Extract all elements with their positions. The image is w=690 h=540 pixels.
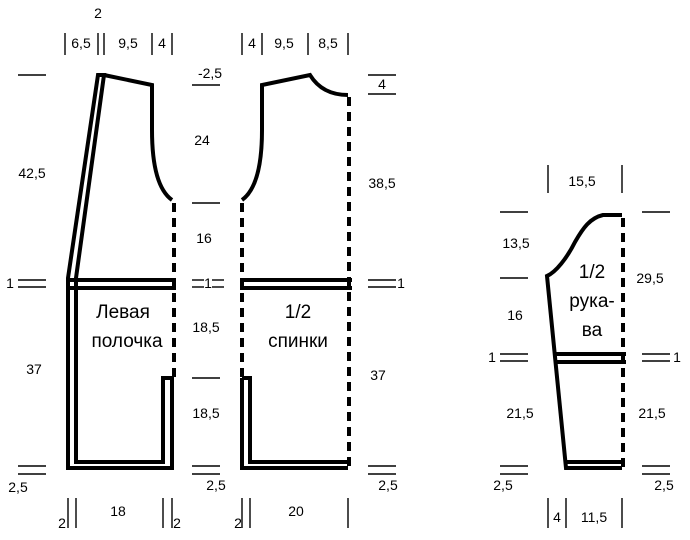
front-top-dim-1: 6,5 bbox=[71, 35, 91, 51]
sleeve-piece: 1/2 рука- ва bbox=[544, 213, 626, 470]
sleeve-label-line3: ва bbox=[582, 320, 603, 341]
front-label-line2: полочка bbox=[91, 331, 163, 352]
front-top-dim-3: 9,5 bbox=[118, 35, 138, 51]
front-left-dim-1: 42,5 bbox=[18, 165, 45, 181]
sleeve-right-dim-1: 29,5 bbox=[636, 270, 663, 286]
back-outline bbox=[240, 72, 349, 202]
middle-dim-4: 1 bbox=[204, 275, 212, 291]
back-label-line2: спинки bbox=[268, 331, 328, 352]
middle-dim-7: 2,5 bbox=[206, 477, 226, 493]
back-top-dim-1: 4 bbox=[248, 35, 256, 51]
sleeve-left-dim-2: 16 bbox=[507, 307, 523, 323]
sleeve-label-line2: рука- bbox=[569, 291, 614, 312]
sleeve-left-dim-3: 1 bbox=[488, 349, 496, 365]
front-top-dim-2: 2 bbox=[94, 5, 102, 21]
sleeve-bottom-dim-2: 11,5 bbox=[581, 509, 607, 525]
back-right-dim-3: 1 bbox=[397, 275, 405, 291]
front-shoulder bbox=[103, 73, 174, 202]
front-left-dim-2: 1 bbox=[6, 275, 14, 291]
back-label-line1: 1/2 bbox=[285, 302, 311, 323]
sleeve-label-line1: 1/2 bbox=[579, 262, 605, 283]
sleeve-left-dim-5: 2,5 bbox=[493, 477, 513, 493]
sleeve-bottom-dim-1: 4 bbox=[553, 509, 561, 525]
back-right-dim-1: 4 bbox=[378, 76, 386, 92]
middle-dim-3: 16 bbox=[196, 230, 212, 246]
back-right-dim-4: 37 bbox=[370, 367, 386, 383]
sleeve-outline bbox=[544, 213, 622, 470]
back-piece: 1/2 спинки bbox=[240, 72, 352, 470]
front-left-dim-3: 37 bbox=[26, 361, 42, 377]
middle-dim-6: 18,5 bbox=[192, 405, 219, 421]
sleeve-right-dim-4: 2,5 bbox=[654, 477, 674, 493]
sleeve-left-dim-4: 21,5 bbox=[506, 405, 533, 421]
front-left-dim-4: 2,5 bbox=[8, 479, 28, 495]
front-label-line1: Левая bbox=[96, 302, 150, 323]
middle-dimensions: -2,5 24 16 1 18,5 18,5 2,5 bbox=[192, 65, 226, 493]
front-bottom-dim-3: 2 bbox=[173, 515, 181, 531]
front-piece: Левая полочка bbox=[66, 73, 176, 470]
front-bottom-dim-2: 18 bbox=[110, 503, 126, 519]
sleeve-right-dim-2: 1 bbox=[673, 349, 681, 365]
sleeve-top-dim: 15,5 bbox=[568, 173, 595, 189]
back-top-dim-2: 9,5 bbox=[274, 35, 294, 51]
back-bottom-dim-1: 2 bbox=[234, 515, 242, 531]
front-top-dim-4: 4 bbox=[158, 35, 166, 51]
middle-dim-5: 18,5 bbox=[192, 319, 219, 335]
front-bottom-dim-1: 2 bbox=[58, 515, 66, 531]
front-outline bbox=[66, 73, 174, 470]
back-bottom-dim-2: 20 bbox=[288, 503, 304, 519]
back-dimensions: 4 9,5 8,5 4 38,5 1 37 2,5 2 20 bbox=[234, 33, 405, 531]
middle-dim-1: -2,5 bbox=[198, 65, 222, 81]
sleeve-dimensions: 15,5 13,5 16 1 21,5 2,5 29,5 1 21,5 2,5 … bbox=[488, 165, 681, 528]
back-right-dim-2: 38,5 bbox=[368, 175, 395, 191]
front-dimensions: 6,5 2 9,5 4 42,5 1 37 2,5 2 18 2 bbox=[6, 5, 181, 531]
back-lower-outline bbox=[240, 376, 348, 470]
back-right-dim-5: 2,5 bbox=[378, 477, 398, 493]
sleeve-right-dim-3: 21,5 bbox=[638, 405, 665, 421]
back-top-dim-3: 8,5 bbox=[318, 35, 338, 51]
middle-dim-2: 24 bbox=[194, 132, 210, 148]
sleeve-left-dim-1: 13,5 bbox=[502, 235, 529, 251]
